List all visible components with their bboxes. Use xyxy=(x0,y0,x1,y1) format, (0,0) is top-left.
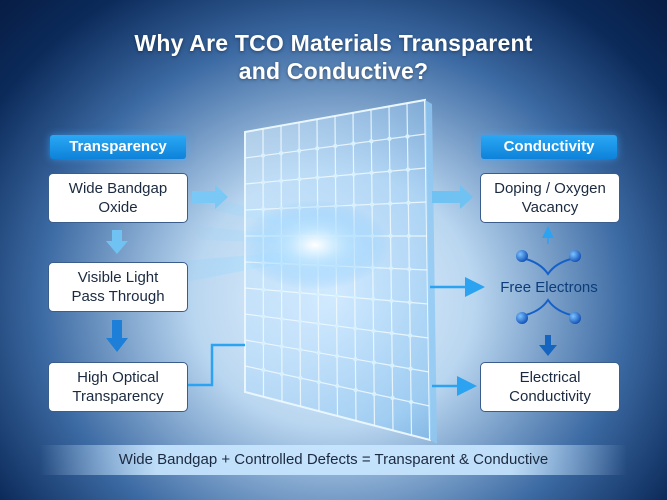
lattice-node xyxy=(260,207,266,212)
lattice-node xyxy=(390,395,395,401)
lattice-node xyxy=(405,167,411,172)
electron-dot xyxy=(516,250,528,262)
lattice-node xyxy=(371,360,376,365)
lattice-node xyxy=(351,141,356,146)
lattice-node xyxy=(333,143,338,149)
lattice-node xyxy=(333,173,338,179)
lattice-node xyxy=(408,399,414,405)
lattice-node xyxy=(335,383,340,389)
lattice-node xyxy=(279,344,284,349)
lattice-node xyxy=(407,300,412,305)
lattice-node xyxy=(260,153,266,158)
lattice-node xyxy=(297,319,303,324)
lattice-node xyxy=(388,201,393,206)
electron-dot xyxy=(569,250,581,262)
lattice-node xyxy=(278,151,284,156)
lattice-node xyxy=(405,134,410,139)
left-flow-arrows xyxy=(106,185,245,387)
lattice-node xyxy=(334,323,339,329)
lattice-node xyxy=(315,146,320,151)
lattice-node xyxy=(298,347,303,352)
lattice-node xyxy=(370,297,376,302)
lattice-node xyxy=(406,200,411,205)
footer-summary: Wide Bandgap + Controlled Defects = Tran… xyxy=(40,445,627,475)
lattice-node xyxy=(389,298,394,303)
lattice-node xyxy=(297,177,302,182)
step-electrical-conductivity: Electrical Conductivity xyxy=(480,362,620,412)
lattice-node xyxy=(371,328,376,333)
step-visible-light: Visible Light Pass Through xyxy=(48,262,188,312)
lattice-node xyxy=(369,202,375,207)
lattice-node xyxy=(390,363,395,368)
lattice-node xyxy=(387,136,392,141)
lattice-node xyxy=(316,350,321,355)
step-doping-oxygen-vacancy: Doping / Oxygen Vacancy xyxy=(480,173,620,223)
electron-dot xyxy=(569,312,581,324)
lattice-node xyxy=(352,326,358,331)
title-line-2: and Conductive? xyxy=(238,58,429,84)
lattice-node xyxy=(316,292,321,297)
conductivity-header: Conductivity xyxy=(481,135,617,159)
lattice-node xyxy=(387,169,392,174)
title-line-1: Why Are TCO Materials Transparent xyxy=(134,30,533,56)
lattice-node xyxy=(407,333,413,338)
lattice-node xyxy=(334,293,339,299)
lattice-node xyxy=(408,366,413,371)
lattice-node xyxy=(371,391,377,397)
lattice-node xyxy=(279,371,285,377)
electron-diagram xyxy=(516,250,581,324)
lattice-node xyxy=(315,175,320,180)
lattice-node xyxy=(389,331,394,336)
lattice-node xyxy=(316,321,321,326)
lattice-node xyxy=(351,172,356,177)
lattice-node xyxy=(261,341,266,346)
lattice-node xyxy=(279,289,284,294)
lattice-node xyxy=(407,267,412,272)
lattice-node xyxy=(279,316,284,321)
lattice-node xyxy=(297,290,303,295)
lattice-node xyxy=(353,357,358,362)
step-high-optical-transparency: High Optical Transparency xyxy=(48,362,188,412)
transparency-header: Transparency xyxy=(50,135,186,159)
lattice-node xyxy=(261,367,266,373)
lattice-node xyxy=(261,287,266,292)
lattice-node xyxy=(296,148,302,153)
free-electrons-label: Free Electrons xyxy=(500,279,598,296)
step-wide-bandgap-oxide: Wide Bandgap Oxide xyxy=(48,173,188,223)
lattice-node xyxy=(388,266,394,271)
lattice-node xyxy=(352,295,357,300)
lattice-node xyxy=(334,353,340,359)
lattice-node xyxy=(406,233,411,239)
lattice-node xyxy=(369,139,374,144)
lattice-node xyxy=(260,180,266,185)
lattice-node xyxy=(261,314,266,319)
right-flow-arrows xyxy=(430,185,557,396)
lattice-node xyxy=(353,387,358,393)
lattice-node xyxy=(279,178,284,183)
lattice-node xyxy=(298,375,303,381)
lattice-node xyxy=(388,233,393,239)
lattice-node xyxy=(316,379,321,385)
light-glow xyxy=(240,200,390,290)
electron-dot xyxy=(516,312,528,324)
lattice-node xyxy=(369,170,374,175)
